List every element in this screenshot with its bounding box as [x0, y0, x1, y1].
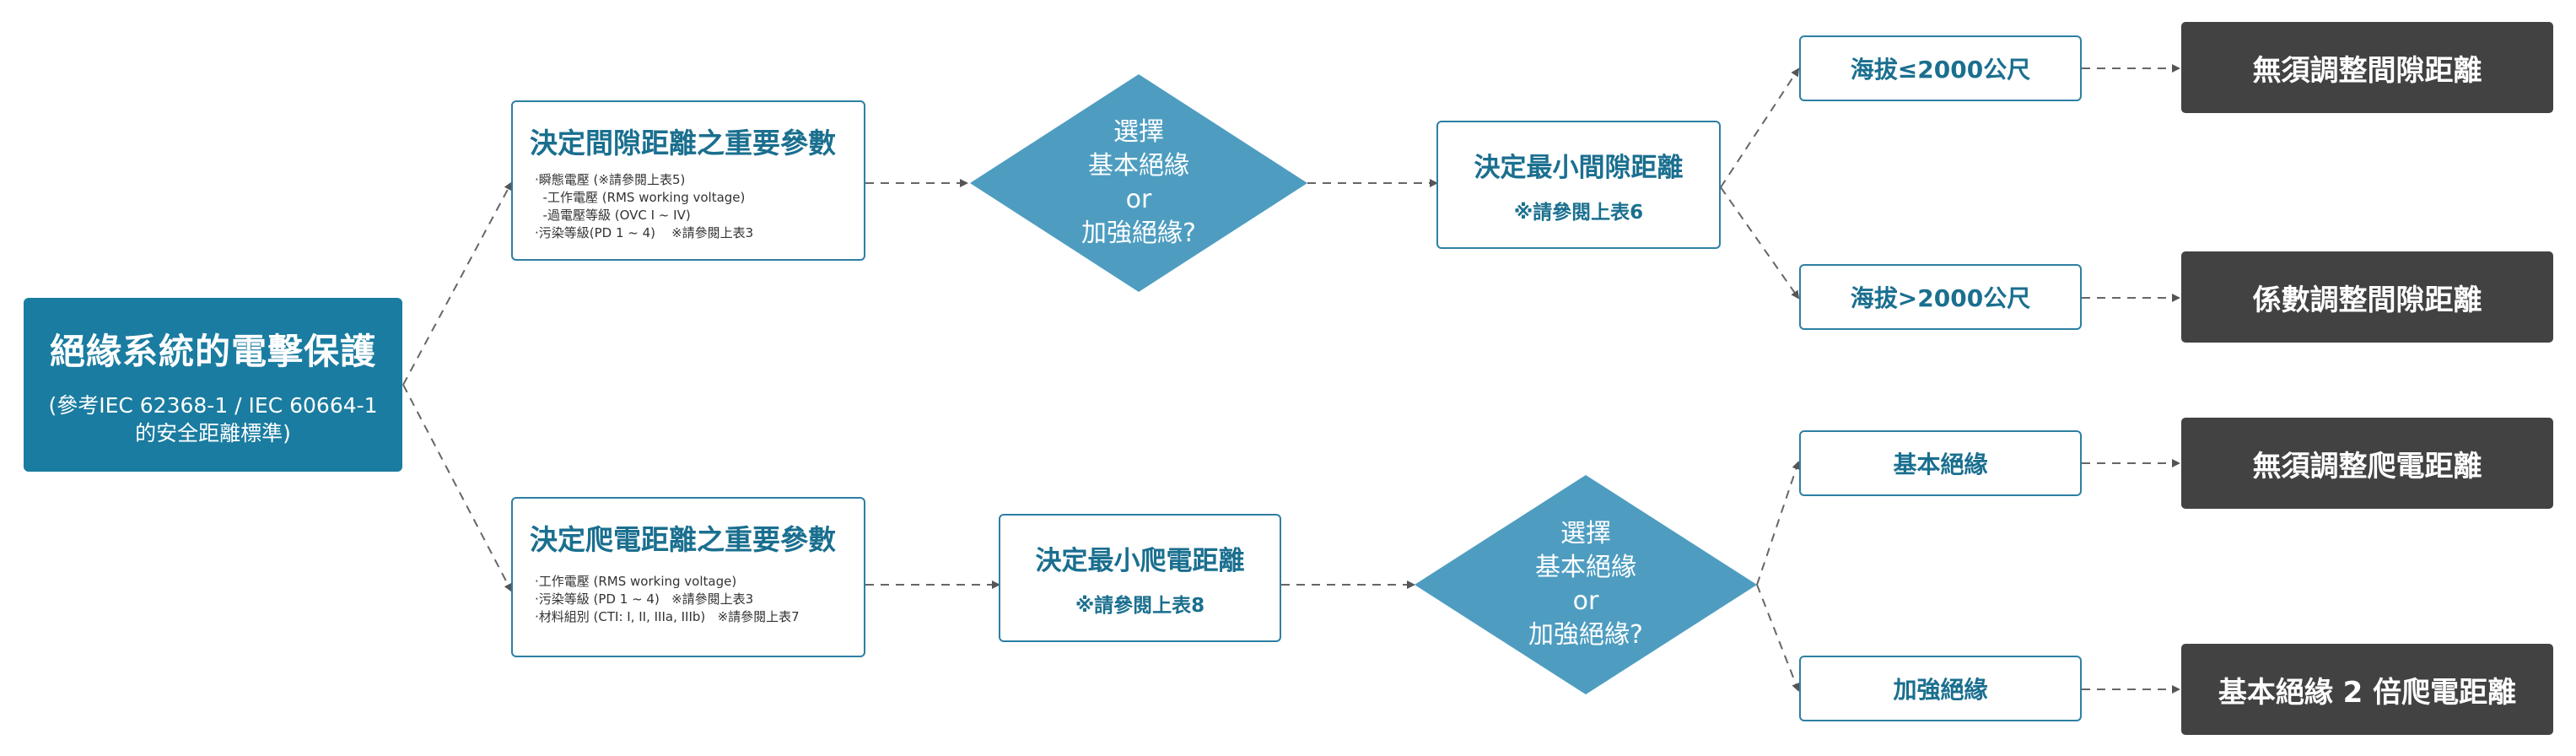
arrow-minclear-to-high: [1720, 186, 1800, 300]
min-clearance-box: 決定最小間隙距離 ※請參閱上表6: [1436, 121, 1721, 249]
reinforced-insulation-label: 加強絕緣: [1893, 676, 1988, 704]
outcome-label: 無須調整間隙距離: [2252, 53, 2482, 88]
basic-insulation-label: 基本絕緣: [1893, 451, 1988, 478]
decision-line: 加強絕緣?: [1528, 620, 1643, 650]
outcome-factor-clearance-adjust: 係數調整間隙距離: [2181, 251, 2553, 343]
decision-line: 基本絕緣: [1088, 151, 1189, 181]
root-subtitle: (參考IEC 62368-1 / IEC 60664-1 的安全距離標準): [48, 392, 378, 446]
list-item: ‧材料組別 (CTI: I, II, IIIa, IIIb) ※請參閱上表7: [535, 609, 800, 624]
list-item: ‧污染等級(PD 1 ~ 4) ※請參閱上表3: [535, 225, 754, 240]
decision-line: 加強絕緣?: [1081, 219, 1196, 248]
decision-text-top: 選擇 基本絕緣 or 加強絕緣?: [1037, 110, 1240, 256]
root-node: 絕緣系統的電擊保護 (參考IEC 62368-1 / IEC 60664-1 的…: [24, 298, 402, 472]
decision-text-bottom: 選擇 基本絕緣 or 加強絕緣?: [1485, 511, 1687, 658]
list-item: ‧瞬態電壓 (※請參閱上表5): [535, 172, 686, 187]
creepage-params-box: 決定爬電距離之重要參數 ‧工作電壓 (RMS working voltage)‧…: [511, 497, 865, 657]
outcome-no-creepage-adjust: 無須調整爬電距離: [2181, 418, 2553, 509]
altitude-low-label: 海拔≤2000公尺: [1850, 56, 2031, 84]
decision-diamond-bottom: [1415, 475, 1757, 694]
basic-insulation-box: 基本絕緣: [1799, 430, 2082, 496]
decision-line: 選擇: [1560, 519, 1611, 548]
outcome-double-creepage: 基本絕緣 2 倍爬電距離: [2181, 644, 2553, 735]
list-item: ‧工作電壓 (RMS working voltage): [535, 574, 737, 589]
outcome-no-clearance-adjust: 無須調整間隙距離: [2181, 22, 2553, 113]
decision-line: 選擇: [1113, 117, 1164, 147]
list-item: ‧污染等級 (PD 1 ~ 4) ※請參閱上表3: [535, 591, 754, 607]
reinforced-insulation-box: 加強絕緣: [1799, 656, 2082, 721]
root-title: 絕緣系統的電擊保護: [49, 330, 376, 372]
clearance-params-list: ‧瞬態電壓 (※請參閱上表5) -工作電壓 (RMS working volta…: [535, 171, 753, 242]
clearance-params-box: 決定間隙距離之重要參數 ‧瞬態電壓 (※請參閱上表5) -工作電壓 (RMS w…: [511, 100, 865, 261]
decision-diamond-top: [970, 74, 1307, 292]
altitude-low-box: 海拔≤2000公尺: [1799, 35, 2082, 101]
min-creepage-box: 決定最小爬電距離 ※請參閱上表8: [999, 514, 1281, 642]
outcome-label: 無須調整爬電距離: [2252, 449, 2482, 483]
min-clearance-title: 決定最小間隙距離: [1474, 152, 1684, 183]
altitude-high-box: 海拔>2000公尺: [1799, 264, 2082, 330]
arrow-decision-to-basic: [1756, 461, 1801, 586]
min-creepage-title: 決定最小爬電距離: [1035, 545, 1245, 576]
creepage-params-title: 決定爬電距離之重要參數: [530, 523, 836, 556]
decision-line: 基本絕緣: [1535, 553, 1636, 582]
outcome-label: 基本絕緣 2 倍爬電距離: [2218, 675, 2517, 710]
list-item: -工作電壓 (RMS working voltage): [535, 190, 746, 205]
min-clearance-note: ※請參閱上表6: [1513, 201, 1644, 224]
decision-line: or: [1572, 586, 1599, 616]
creepage-params-list: ‧工作電壓 (RMS working voltage) ‧污染等級 (PD 1 ~…: [535, 573, 800, 626]
arrow-minclear-to-low: [1720, 68, 1800, 188]
clearance-params-title: 決定間隙距離之重要參數: [530, 127, 836, 159]
outcome-label: 係數調整間隙距離: [2252, 283, 2482, 317]
decision-line: or: [1125, 185, 1152, 214]
min-creepage-note: ※請參閱上表8: [1075, 594, 1205, 617]
arrow-root-to-clearance: [402, 181, 512, 386]
arrow-root-to-creepage: [402, 384, 512, 592]
list-item: -過電壓等級 (OVC I ~ IV): [535, 208, 691, 223]
arrow-decision-to-reinforced: [1756, 584, 1800, 692]
altitude-high-label: 海拔>2000公尺: [1850, 284, 2031, 312]
